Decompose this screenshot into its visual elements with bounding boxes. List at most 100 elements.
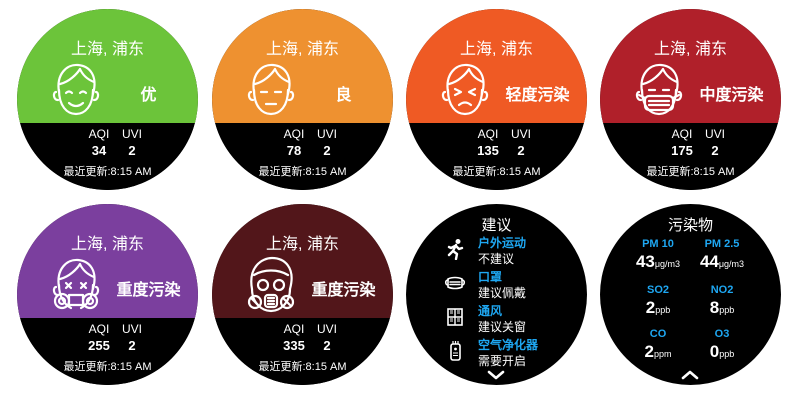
advice-item-title: 通风 xyxy=(478,304,503,318)
advice-item-title: 户外运动 xyxy=(478,236,527,250)
location-label: 上海, 浦东 xyxy=(654,41,727,58)
last-update-label: 最近更新:8:15 AM xyxy=(63,361,152,373)
uvi-label: UVI xyxy=(121,127,142,141)
pollutant-value: 44μg/m3 xyxy=(699,252,745,271)
location-label: 上海, 浦东 xyxy=(460,41,533,58)
advice-item-mask[interactable]: 口罩 建议佩戴 xyxy=(406,268,587,302)
pollutant-value: 2ppm xyxy=(644,342,672,361)
chevron-down-icon[interactable] xyxy=(486,369,506,381)
aqi-color-panel: 上海, 浦东 轻度污染 xyxy=(406,9,587,123)
uvi-value: 2 xyxy=(128,338,136,353)
pollutant-value: 2ppb xyxy=(645,298,671,317)
aqi-label: AQI xyxy=(283,322,305,336)
advice-item-ventilation[interactable]: 通风 建议关窗 xyxy=(406,302,587,336)
aqi-info-panel: AQI UVI 135 2 最近更新:8:15 AM xyxy=(406,123,587,190)
aqi-info-panel: AQI UVI 34 2 最近更新:8:15 AM xyxy=(17,123,198,190)
aqi-value: 335 xyxy=(283,338,305,353)
pollutant-name: O3 xyxy=(714,328,730,340)
uvi-value: 2 xyxy=(323,143,331,158)
mask-face-icon xyxy=(635,63,683,116)
pollutant-value: 43μg/m3 xyxy=(635,252,681,271)
pollutant-name: PM 10 xyxy=(642,238,674,250)
aqi-color-panel: 上海, 浦东 良 xyxy=(212,9,393,123)
advice-item-title: 口罩 xyxy=(478,270,503,284)
advice-item-outdoor[interactable]: 户外运动 不建议 xyxy=(406,234,587,268)
location-label: 上海, 浦东 xyxy=(71,236,144,253)
respirator-face-icon xyxy=(52,258,100,310)
aqi-info-panel: AQI UVI 175 2 最近更新:8:15 AM xyxy=(600,123,781,190)
watch-screen-severe-pollution[interactable]: 上海, 浦东 重度污染 AQI UVI 335 2 最近更新:8:15 AM xyxy=(212,204,393,385)
gasmask-face-icon xyxy=(247,256,295,313)
advice-item-status: 不建议 xyxy=(478,252,515,266)
aqi-value: 135 xyxy=(477,143,499,158)
face-mask-icon xyxy=(444,276,466,290)
aqi-level-label: 重度污染 xyxy=(116,282,181,299)
pollutant-value: 0ppb xyxy=(709,342,735,361)
aqi-label: AQI xyxy=(88,127,110,141)
aqi-label: AQI xyxy=(283,127,305,141)
pollutant-value: 8ppb xyxy=(709,298,735,317)
aqi-info-panel: AQI UVI 255 2 最近更新:8:15 AM xyxy=(17,318,198,385)
aqi-color-panel: 上海, 浦东 重度污染 xyxy=(212,204,393,318)
uvi-label: UVI xyxy=(510,127,531,141)
aqi-label: AQI xyxy=(477,127,499,141)
location-label: 上海, 浦东 xyxy=(266,41,339,58)
window-icon xyxy=(447,308,463,326)
uvi-label: UVI xyxy=(316,322,337,336)
neutral-face-icon xyxy=(247,63,295,116)
aqi-color-panel: 上海, 浦东 优 xyxy=(17,9,198,123)
uvi-value: 2 xyxy=(323,338,331,353)
last-update-label: 最近更新:8:15 AM xyxy=(646,166,735,178)
last-update-label: 最近更新:8:15 AM xyxy=(258,361,347,373)
aqi-level-label: 中度污染 xyxy=(699,87,764,104)
chevron-up-icon[interactable] xyxy=(680,369,700,381)
location-label: 上海, 浦东 xyxy=(71,41,144,58)
aqi-value: 34 xyxy=(91,143,107,158)
watch-screen-advice[interactable]: 建议 户外运动 不建议 口罩 建议佩戴 xyxy=(406,204,587,385)
air-purifier-icon xyxy=(450,341,461,361)
aqi-value: 78 xyxy=(286,143,302,158)
running-person-icon xyxy=(447,239,464,260)
aqi-info-panel: AQI UVI 335 2 最近更新:8:15 AM xyxy=(212,318,393,385)
aqi-label: AQI xyxy=(671,127,693,141)
watch-screen-moderate-pollution[interactable]: 上海, 浦东 中度污染 AQI UVI 175 2 最近更新:8:15 AM xyxy=(600,9,781,190)
aqi-level-label: 良 xyxy=(335,87,352,104)
uvi-label: UVI xyxy=(316,127,337,141)
pollutant-name: SO2 xyxy=(646,284,669,296)
pollutant-name: PM 2.5 xyxy=(704,238,740,250)
watch-screen-good[interactable]: 上海, 浦东 良 AQI UVI 78 2 最近更新:8:15 AM xyxy=(212,9,393,190)
watch-screen-light-pollution[interactable]: 上海, 浦东 轻度污染 AQI UVI 135 2 最近更新:8:15 AM xyxy=(406,9,587,190)
aqi-color-panel: 上海, 浦东 中度污染 xyxy=(600,9,781,123)
location-label: 上海, 浦东 xyxy=(266,236,339,253)
aqi-info-panel: AQI UVI 78 2 最近更新:8:15 AM xyxy=(212,123,393,190)
uvi-label: UVI xyxy=(704,127,725,141)
last-update-label: 最近更新:8:15 AM xyxy=(258,166,347,178)
watch-screen-heavy-pollution[interactable]: 上海, 浦东 重度污染 AQI UVI 255 2 最近更新:8:15 AM xyxy=(17,204,198,385)
aqi-color-panel: 上海, 浦东 重度污染 xyxy=(17,204,198,318)
aqi-value: 175 xyxy=(671,143,693,158)
pollutant-name: NO2 xyxy=(710,284,734,296)
advice-item-status: 建议关窗 xyxy=(478,320,527,334)
uvi-value: 2 xyxy=(711,143,719,158)
squint-face-icon xyxy=(441,63,489,116)
uvi-value: 2 xyxy=(517,143,525,158)
uvi-label: UVI xyxy=(121,322,142,336)
pollutants-title: 污染物 xyxy=(667,217,713,234)
pollutant-name: CO xyxy=(649,328,667,340)
last-update-label: 最近更新:8:15 AM xyxy=(63,166,152,178)
aqi-level-label: 轻度污染 xyxy=(505,87,570,104)
advice-item-title: 空气净化器 xyxy=(478,338,539,352)
last-update-label: 最近更新:8:15 AM xyxy=(452,166,541,178)
watch-screen-excellent[interactable]: 上海, 浦东 优 AQI UVI 34 2 最近更新:8:15 AM xyxy=(17,9,198,190)
aqi-level-label: 重度污染 xyxy=(311,282,376,299)
advice-title: 建议 xyxy=(481,217,512,234)
advice-item-status: 需要开启 xyxy=(478,354,527,368)
uvi-value: 2 xyxy=(128,143,136,158)
aqi-level-label: 优 xyxy=(140,87,157,104)
aqi-value: 255 xyxy=(88,338,110,353)
smile-face-icon xyxy=(52,63,100,116)
aqi-label: AQI xyxy=(88,322,110,336)
advice-item-status: 建议佩戴 xyxy=(478,286,527,300)
advice-item-purifier[interactable]: 空气净化器 需要开启 xyxy=(406,336,587,370)
watch-screen-pollutants[interactable]: 污染物 PM 10 43μg/m3 PM 2.5 44μg/m3 SO2 2pp… xyxy=(600,204,781,385)
